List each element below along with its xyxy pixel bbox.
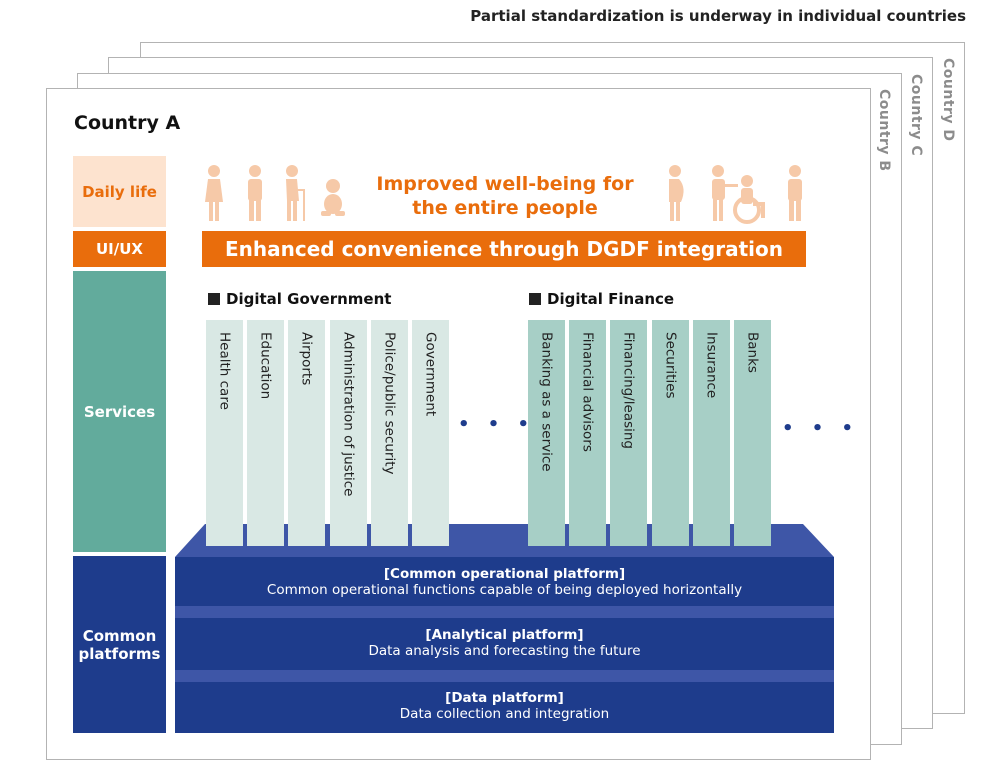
gov-column-health-care: Health care [206, 320, 243, 546]
dgdf-integration-bar: Enhanced convenience through DGDF integr… [202, 231, 806, 267]
gov-column-airports: Airports [288, 320, 325, 546]
fin-ellipsis: • • • [782, 418, 860, 439]
daily-life-label: Daily life [82, 182, 157, 201]
adult-person-icon [788, 165, 802, 221]
platform-divider-bottom [175, 670, 834, 682]
fin-column-label: Financing/leasing [620, 332, 637, 450]
wellbeing-line-2: the entire people [412, 197, 598, 219]
services-band: Services [73, 271, 166, 552]
daily-life-band: Daily life [73, 156, 166, 227]
gov-column-label: Administration of justice [340, 332, 357, 497]
data-platform: [Data platform] Data collection and inte… [175, 682, 834, 733]
digital-government-title: Digital Government [226, 290, 392, 308]
baby-icon [321, 179, 345, 216]
digital-finance-heading: Digital Finance [529, 290, 674, 308]
gov-column-justice: Administration of justice [330, 320, 367, 546]
wellbeing-line-1: Improved well-being for [376, 173, 634, 195]
wellbeing-message: Improved well-being for the entire peopl… [360, 172, 650, 220]
platform-description: Data collection and integration [399, 706, 610, 722]
gov-column-police: Police/public security [371, 320, 408, 546]
woman-person-icon [205, 165, 223, 221]
fin-column-baas: Banking as a service [528, 320, 565, 546]
fin-column-label: Banks [744, 332, 761, 373]
fin-column-advisors: Financial advisors [569, 320, 606, 546]
fin-column-label: Securities [662, 332, 679, 399]
uiux-label: UI/UX [96, 240, 143, 258]
platform-title: [Common operational platform] [383, 566, 626, 582]
platform-divider-top [175, 606, 834, 618]
gov-column-label: Airports [298, 332, 315, 386]
gov-column-label: Government [422, 332, 439, 417]
elderly-person-icon [286, 165, 305, 221]
square-bullet-icon [208, 293, 220, 305]
gov-ellipsis: • • • [458, 414, 536, 435]
pregnant-woman-icon [669, 165, 684, 221]
services-label: Services [83, 402, 156, 421]
fin-column-label: Financial advisors [579, 332, 596, 452]
common-operational-platform: [Common operational platform] Common ope… [175, 557, 834, 607]
common-platforms-label: Common platforms [78, 626, 161, 663]
country-a-title: Country A [74, 112, 181, 134]
fin-column-securities: Securities [652, 320, 689, 546]
uiux-band: UI/UX [73, 231, 166, 267]
fin-column-label: Insurance [703, 332, 720, 399]
platform-title: [Data platform] [445, 690, 564, 706]
digital-finance-title: Digital Finance [547, 290, 675, 308]
fin-column-label: Banking as a service [538, 332, 555, 472]
fin-column-banks: Banks [734, 320, 771, 546]
digital-government-heading: Digital Government [208, 290, 391, 308]
platform-description: Data analysis and forecasting the future [368, 643, 641, 659]
gov-column-label: Health care [216, 332, 233, 410]
platform-title: [Analytical platform] [425, 627, 584, 643]
gov-column-education: Education [247, 320, 284, 546]
man-person-icon [248, 165, 262, 221]
caregiver-wheelchair-icon [712, 165, 765, 224]
fin-column-insurance: Insurance [693, 320, 730, 546]
country-d-label: Country D [940, 58, 956, 142]
gov-column-label: Education [257, 332, 274, 400]
gov-column-label: Police/public security [381, 332, 398, 475]
common-platforms-band: Common platforms [73, 556, 166, 733]
platform-description: Common operational functions capable of … [266, 582, 743, 598]
gov-column-government: Government [412, 320, 449, 546]
country-b-label: Country B [876, 89, 892, 172]
fin-column-leasing: Financing/leasing [610, 320, 647, 546]
country-c-label: Country C [908, 74, 924, 157]
dgdf-integration-text: Enhanced convenience through DGDF integr… [225, 237, 783, 261]
standardization-caption: Partial standardization is underway in i… [470, 7, 966, 25]
analytical-platform: [Analytical platform] Data analysis and … [175, 618, 834, 670]
square-bullet-icon [529, 293, 541, 305]
